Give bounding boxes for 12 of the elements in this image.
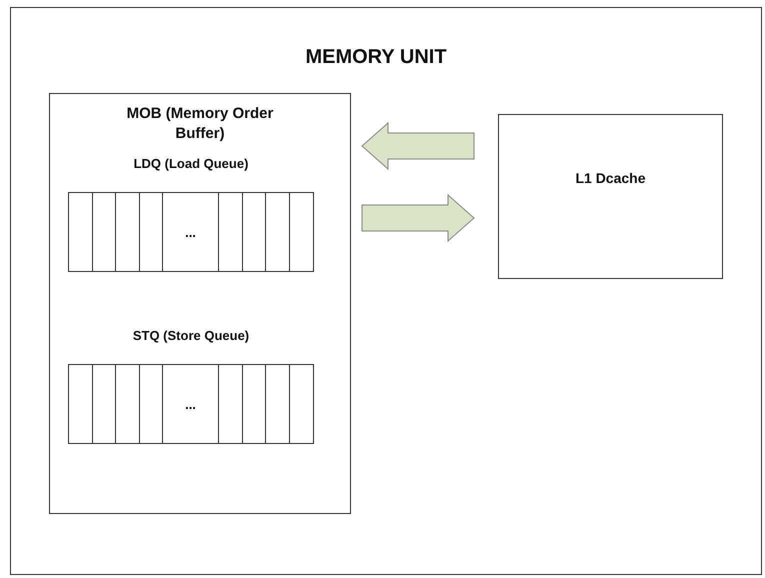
ellipsis-text: ... [185,396,196,412]
title: MEMORY UNIT [305,45,447,70]
buffer-panel [49,93,351,514]
cache-box [498,114,723,279]
unit-frame [10,7,762,575]
cache-label: L1 Dcache [575,169,646,188]
block-arrow [362,194,475,242]
queue-heading: LDQ (Load Queue) [134,156,248,171]
ellipsis-text: ... [185,224,196,240]
queue-heading: STQ (Store Queue) [132,328,250,343]
panel-title: MOB (Memory Order Buffer) [126,104,274,143]
block-arrow [361,122,474,170]
